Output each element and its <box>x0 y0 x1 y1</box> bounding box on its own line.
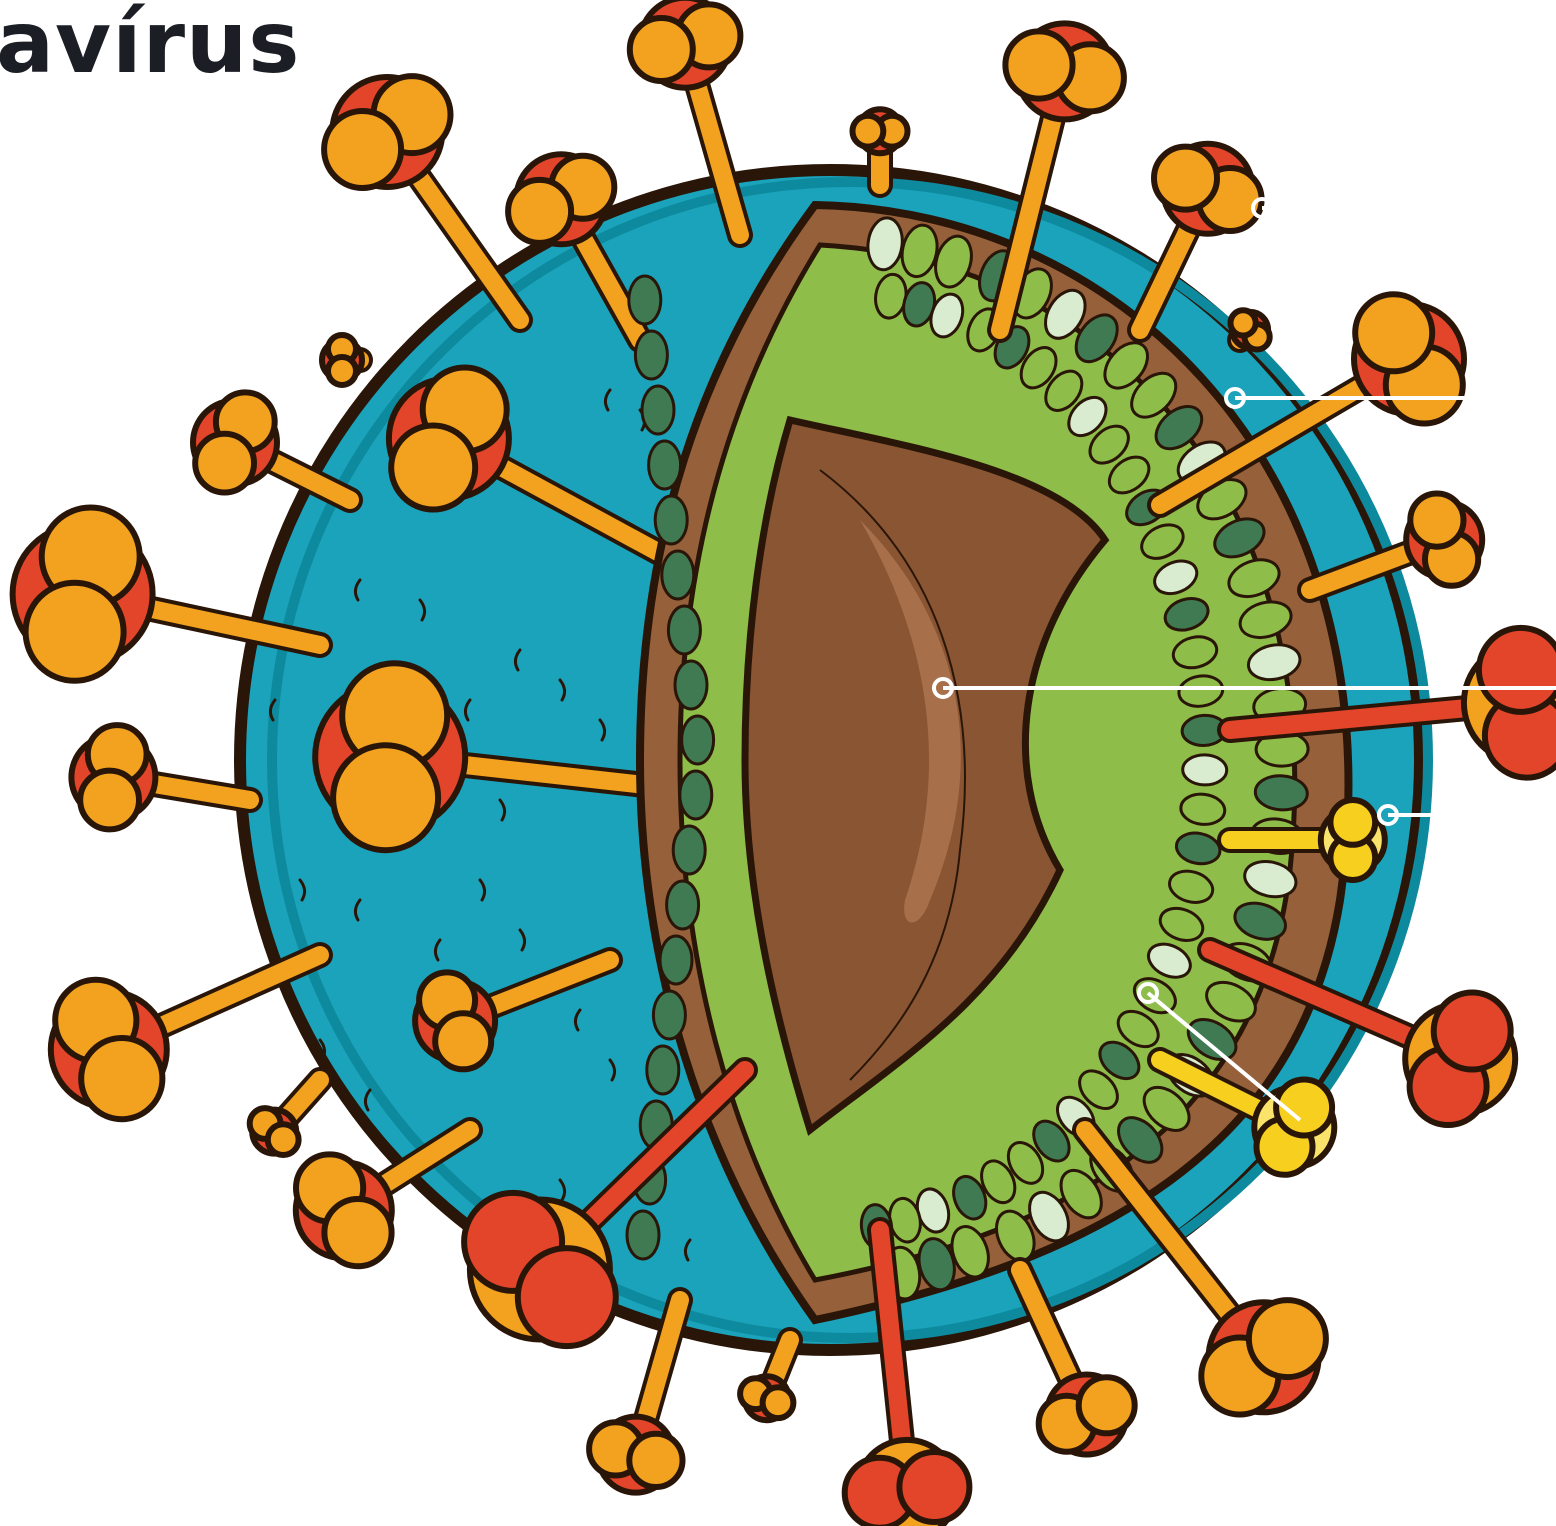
spike-protein <box>250 1080 320 1155</box>
membrane-protein <box>673 826 705 874</box>
membrane-protein <box>629 276 661 324</box>
membrane-protein <box>627 1211 659 1259</box>
membrane-protein <box>1182 754 1227 785</box>
spike-protein <box>322 335 362 385</box>
membrane-protein <box>647 1046 679 1094</box>
membrane-protein <box>682 716 714 764</box>
spike-protein <box>324 76 520 320</box>
membrane-protein <box>680 771 712 819</box>
page-title: avírus <box>0 0 300 95</box>
spike-protein <box>1231 310 1270 349</box>
membrane-protein <box>642 386 674 434</box>
membrane-protein <box>668 606 700 654</box>
membrane-protein <box>667 881 699 929</box>
membrane-protein <box>660 936 692 984</box>
spike-protein <box>71 725 250 829</box>
membrane-protein <box>675 661 707 709</box>
membrane-protein <box>662 551 694 599</box>
membrane-protein <box>635 331 667 379</box>
membrane-protein <box>649 441 681 489</box>
membrane-protein <box>655 496 687 544</box>
membrane-protein <box>653 991 685 1039</box>
spike-protein <box>51 955 320 1119</box>
